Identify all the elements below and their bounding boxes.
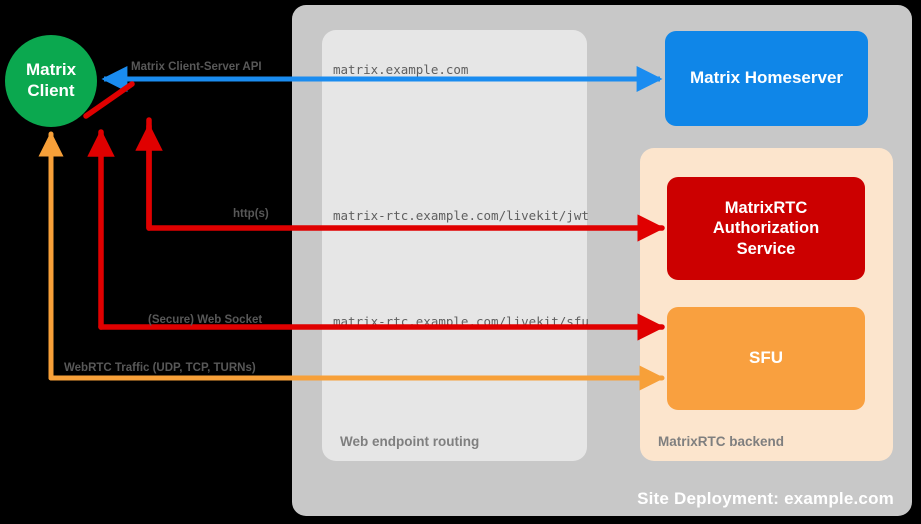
node-matrixrtc-authorization-service[interactable]: MatrixRTC Authorization Service bbox=[667, 177, 865, 280]
matrix-homeserver-label: Matrix Homeserver bbox=[689, 68, 844, 88]
auth-service-line1: MatrixRTC bbox=[724, 199, 808, 218]
matrixrtc-backend-label: MatrixRTC backend bbox=[658, 434, 785, 449]
node-sfu[interactable]: SFU bbox=[667, 307, 865, 410]
matrix-client-line2: Client bbox=[27, 81, 75, 100]
web-endpoint-routing-label: Web endpoint routing bbox=[340, 434, 480, 449]
flow-label-webrtc: WebRTC Traffic (UDP, TCP, TURNs) bbox=[64, 362, 256, 374]
auth-service-line3: Service bbox=[736, 239, 796, 258]
matrix-client-line1: Matrix bbox=[25, 60, 77, 80]
endpoint-sfu-url: matrix-rtc.example.com/livekit/sfu bbox=[333, 314, 589, 329]
node-matrix-homeserver[interactable]: Matrix Homeserver bbox=[665, 31, 868, 126]
site-deployment-label: Site Deployment: example.com bbox=[637, 489, 894, 508]
endpoint-matrix-url: matrix.example.com bbox=[333, 62, 469, 77]
node-matrix-client[interactable]: Matrix Client bbox=[5, 35, 97, 127]
endpoint-jwt-url: matrix-rtc.example.com/livekit/jwt bbox=[333, 208, 589, 223]
flow-label-websocket: (Secure) Web Socket bbox=[148, 314, 263, 326]
auth-service-line2: Authorization bbox=[712, 219, 820, 238]
web-endpoint-routing-panel: Web endpoint routing bbox=[322, 30, 587, 461]
flow-label-client-server-api: Matrix Client-Server API bbox=[131, 61, 262, 73]
sfu-label: SFU bbox=[749, 348, 783, 368]
flow-label-https: http(s) bbox=[233, 208, 269, 220]
